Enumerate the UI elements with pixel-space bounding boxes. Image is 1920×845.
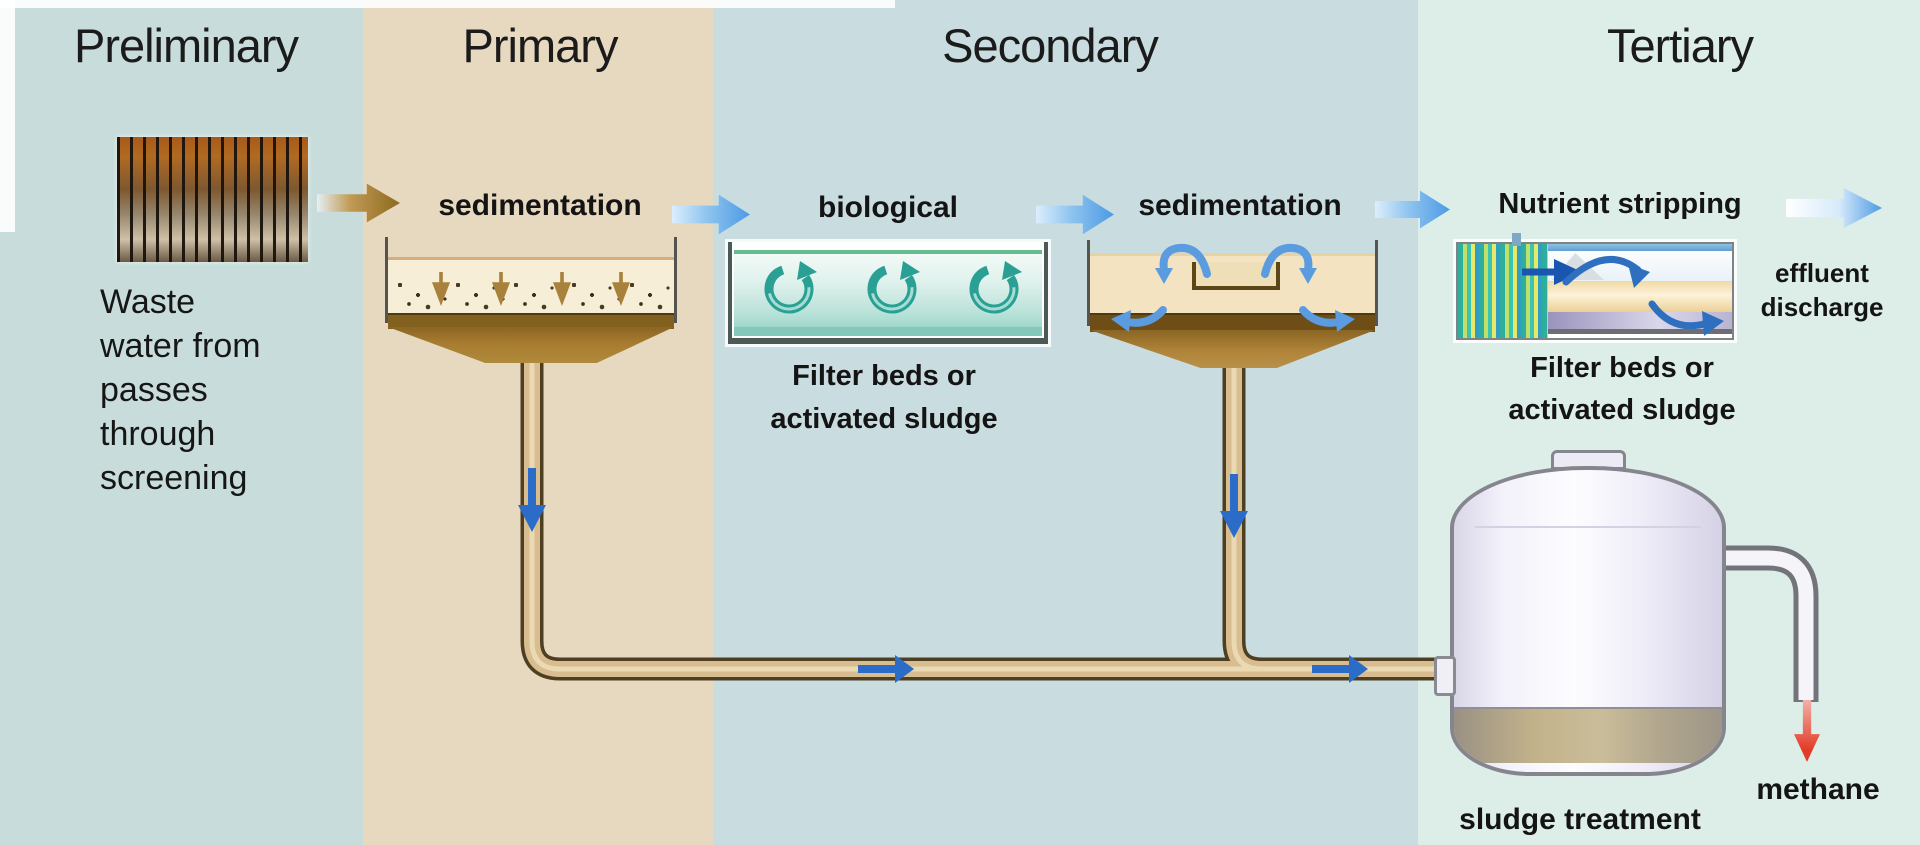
- tank-wall-right: [1375, 240, 1378, 326]
- effluent-caption-line2: discharge: [1760, 292, 1884, 322]
- tank-dome-line: [1475, 526, 1701, 528]
- filter-media-stripes: [1458, 244, 1548, 338]
- digested-sludge-layer: [1454, 707, 1722, 763]
- tank-wall-right: [674, 237, 677, 323]
- circulation-arrowhead: [1111, 310, 1131, 332]
- pipe-flow-arrow-right-1: [858, 655, 914, 683]
- sludge-pipe-outline-primary: [520, 340, 1440, 681]
- secondary-filter-caption-line1: Filter beds or: [792, 360, 976, 392]
- pipe-flow-arrow-right-2: [1312, 655, 1368, 683]
- flow-arc-lower: [1648, 300, 1708, 330]
- secondary-process-label: sedimentation: [1138, 189, 1342, 222]
- circulation-arrowhead: [1155, 268, 1173, 284]
- primary-sedimentation-tank: [385, 237, 677, 367]
- screening-grid: [117, 137, 308, 262]
- tank-inlet-flange: [1434, 656, 1456, 696]
- effluent-caption-line1: effluent: [1775, 258, 1869, 288]
- sludge-pipe-fill-primary: [524, 340, 1440, 677]
- stage-header-primary: Primary: [462, 19, 619, 72]
- biological-process-label: biological: [817, 191, 959, 224]
- secondary-sedimentation-tank: [1087, 240, 1378, 370]
- sludge-treatment-label: sludge treatment: [1459, 803, 1701, 836]
- sludge-treatment-tank: [1450, 466, 1726, 776]
- circulation-arrows: [1111, 243, 1355, 332]
- tank-floor: [1548, 329, 1732, 334]
- circulation-arrow-right: [1261, 243, 1313, 278]
- primary-tank-water: [388, 257, 674, 316]
- filter-media-tab: [1512, 233, 1521, 246]
- methane-pipe-fill: [1722, 550, 1814, 700]
- sludge-pipe-highlight-primary: [529, 340, 1440, 672]
- stage-header-tertiary: Tertiary: [1606, 19, 1754, 72]
- edge-artifact-top: [0, 0, 895, 8]
- circulation-arrow-lower-left: [1123, 306, 1167, 327]
- methane-pipe-outline: [1722, 545, 1819, 702]
- waste-caption-line: water from: [100, 327, 261, 365]
- circulation-arrow-lower-right: [1299, 306, 1343, 327]
- biological-filter-tank: [728, 242, 1048, 344]
- flow-arc-upper: [1562, 255, 1642, 286]
- waste-caption-line: Waste: [100, 283, 196, 321]
- circulation-arrowhead: [1335, 310, 1355, 332]
- circulation-arrow-left: [1159, 243, 1211, 278]
- flow-arrowhead: [1628, 264, 1650, 288]
- stage-header-preliminary: Preliminary: [73, 19, 299, 72]
- waste-caption-line: passes: [100, 371, 208, 409]
- tertiary-process-label: Nutrient stripping: [1498, 188, 1742, 220]
- tank-wall-left: [1087, 240, 1090, 326]
- flow-arrowhead: [1702, 311, 1724, 336]
- band-secondary: [713, 0, 1418, 845]
- tertiary-filter-caption-line1: Filter beds or: [1530, 352, 1714, 384]
- tertiary-filter-caption-line2: activated sludge: [1508, 394, 1736, 426]
- recycle-arrow-icon: [867, 261, 920, 314]
- biological-tank-water: [734, 250, 1042, 336]
- recycle-arrow-icon: [764, 261, 817, 314]
- primary-sludge-layer: [388, 313, 674, 329]
- tertiary-flow-arrows: [1522, 255, 1724, 336]
- secondary-sludge-layer: [1090, 313, 1375, 332]
- edge-artifact-left: [0, 0, 15, 232]
- sludge-pipe-highlight-secondary: [1231, 340, 1263, 672]
- tank-wall-left: [385, 237, 388, 323]
- water-surface-line: [1548, 244, 1732, 251]
- stage-header-secondary: Secondary: [942, 19, 1159, 72]
- waste-caption-line: through: [100, 415, 216, 453]
- methane-label: methane: [1756, 773, 1880, 806]
- recycle-arrow-icon: [969, 261, 1022, 314]
- nutrient-stripping-tank: [1456, 233, 1734, 340]
- pipe-flow-arrow-down-primary: [518, 468, 546, 532]
- waste-caption-line: screening: [100, 459, 248, 497]
- secondary-filter-caption-line2: activated sludge: [770, 403, 998, 435]
- primary-process-label: sedimentation: [438, 189, 642, 222]
- sand-layer: [1548, 281, 1732, 312]
- primary-tank-hopper: [388, 327, 674, 363]
- flow-arrowhead: [1554, 259, 1582, 285]
- circulation-arrowhead: [1299, 268, 1317, 284]
- waste-water-caption: Waste water from passes through screenin…: [100, 280, 261, 500]
- sludge-pipe-fill-secondary: [1226, 340, 1263, 677]
- pipe-flow-arrow-down-secondary: [1220, 474, 1248, 538]
